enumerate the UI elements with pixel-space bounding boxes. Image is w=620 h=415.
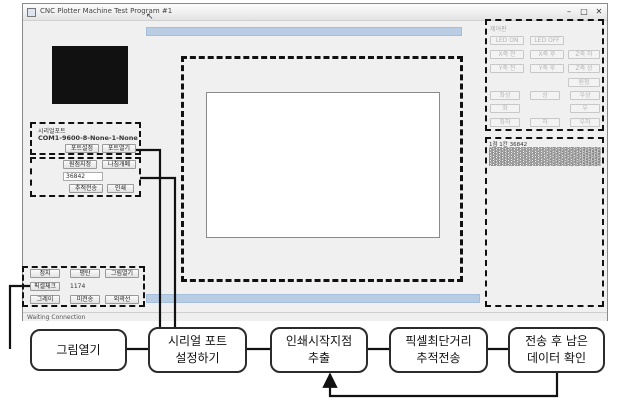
flow-step-check-remaining: 전송 후 남은 데이터 확인 [508,327,605,373]
led-on-button[interactable]: LED ON [490,36,524,45]
down-button[interactable]: 하 [530,118,560,127]
control-panel-header: 제어판 [490,26,507,33]
status-bar: Waiting Connection [23,312,607,321]
toggle-button[interactable]: 나침개폐 [102,160,136,169]
flow-step-label: 전송 후 남은 데이터 확인 [525,334,588,365]
minimize-button[interactable]: – [567,7,571,16]
top-scroll-bar[interactable] [146,27,462,36]
data-log-highlight [485,137,604,307]
flow-step-start-point: 인쇄시작지점 추출 [270,327,368,373]
flow-step-label: 픽셀최단거리 추적전송 [405,334,472,365]
image-preview [52,46,128,104]
port-settings-button[interactable]: 포트설정 [65,144,99,153]
up-left-button[interactable]: 좌상 [490,91,520,100]
up-right-button[interactable]: 우상 [570,91,600,100]
maximize-button[interactable]: □ [580,7,588,16]
flow-step-label: 시리얼 포트 설정하기 [167,334,227,365]
cursor-arrow-icon: ↖ [146,12,154,22]
bottom-scroll-bar[interactable] [146,294,480,303]
close-button[interactable]: ✕ [595,7,603,16]
down-left-button[interactable]: 좌하 [490,118,520,127]
connector-loop-back [322,371,559,398]
port-open-button[interactable]: 포트열기 [102,144,136,153]
app-icon [27,8,36,17]
connector-start-point [140,176,177,330]
port-setting-text: COM1-9600-8-None-1-None [38,134,138,142]
window-title: CNC Plotter Machine Test Program #1 [40,7,173,15]
y-back-button[interactable]: Y축 후 [530,64,564,73]
serial-port-group-highlight [30,122,141,155]
log-header: 1점 1칸 36842 [489,142,528,148]
stop-button[interactable]: 정지 [30,269,60,278]
y-forward-button[interactable]: Y축 전 [490,64,524,73]
print-area-highlight [181,56,463,282]
connector-serial-port [136,148,162,330]
flow-step-trace-send: 픽셀최단거리 추적전송 [389,327,488,373]
outline-button[interactable]: 외곽선 [105,295,139,304]
trace-send-button[interactable]: 추적전송 [69,184,103,193]
serial-port-label: 시리얼포트 [38,128,66,135]
unsent-button[interactable]: 미전송 [70,295,100,304]
pixel-count-text: 1174 [70,283,86,290]
control-panel-highlight [485,19,604,131]
gray-button[interactable]: 그레이 [30,295,60,304]
flow-step-label: 인쇄시작지점 추출 [285,334,353,365]
drawing-canvas[interactable] [206,92,440,238]
origin-button[interactable]: 원점 [568,78,600,87]
right-button[interactable]: 우 [570,104,600,113]
pixel-check-button[interactable]: 픽셀체크 [30,282,60,291]
flow-step-serial-port: 시리얼 포트 설정하기 [148,327,247,373]
up-button[interactable]: 상 [530,91,560,100]
connector-open-image [8,284,30,349]
led-off-button[interactable]: LED OFF [530,36,564,45]
value-field[interactable]: 36842 [63,172,103,181]
title-bar: CNC Plotter Machine Test Program #1 – □ … [23,4,607,21]
z-up-button[interactable]: Z축 상 [568,64,600,73]
flatten-button[interactable]: 평탄 [70,269,100,278]
flow-step-open-image: 그림열기 [30,329,127,371]
origin-set-button[interactable]: 원점지정 [63,160,97,169]
left-button[interactable]: 좌 [490,104,520,113]
x-back-button[interactable]: X축 후 [530,50,564,59]
x-forward-button[interactable]: X축 전 [490,50,524,59]
open-image-button[interactable]: 그림열기 [105,269,139,278]
down-right-button[interactable]: 우하 [570,118,600,127]
status-text: Waiting Connection [27,314,86,321]
print-button[interactable]: 인쇄 [107,184,134,193]
z-down-button[interactable]: Z축 하 [568,50,600,59]
flow-step-label: 그림열기 [56,342,101,357]
